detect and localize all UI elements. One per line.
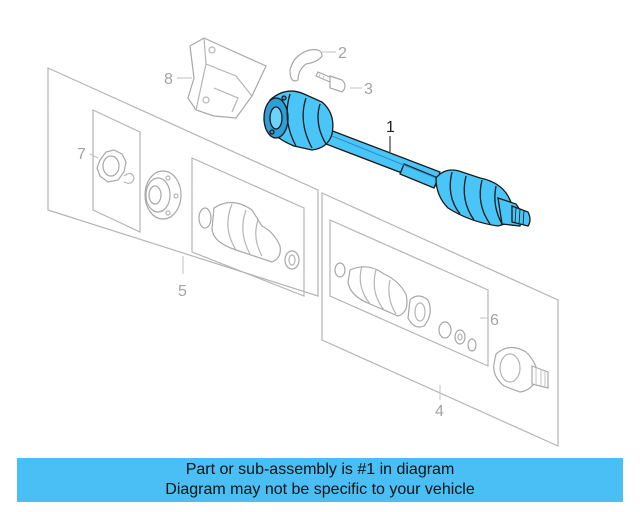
part-2-clip: [289, 49, 336, 82]
panel-5: [47, 67, 319, 297]
info-banner: Part or sub-assembly is #1 in diagram Di…: [17, 458, 623, 502]
part-4-boot: [334, 262, 477, 352]
callout-8: 8: [164, 71, 173, 88]
part-8-bracket: [177, 37, 267, 119]
banner-line-1: Part or sub-assembly is #1 in diagram: [185, 461, 455, 478]
callout-1: 1: [386, 119, 395, 136]
callout-2: 2: [338, 45, 347, 62]
part-5-flange: [144, 170, 182, 220]
callout-5: 5: [178, 283, 187, 300]
part-5-cv-boot: [198, 201, 300, 270]
banner-line-2: Diagram may not be specific to your vehi…: [165, 481, 475, 498]
callout-4: 4: [435, 403, 444, 420]
part-1-axle-shaft: [263, 90, 531, 227]
callout-7: 7: [77, 146, 86, 163]
panel-4: [321, 192, 559, 447]
part-4-cv-joint: [493, 346, 549, 393]
callout-6: 6: [490, 312, 499, 329]
callout-3: 3: [364, 81, 373, 98]
part-3-bolt: [315, 71, 362, 93]
part-7-ring: [89, 149, 135, 184]
